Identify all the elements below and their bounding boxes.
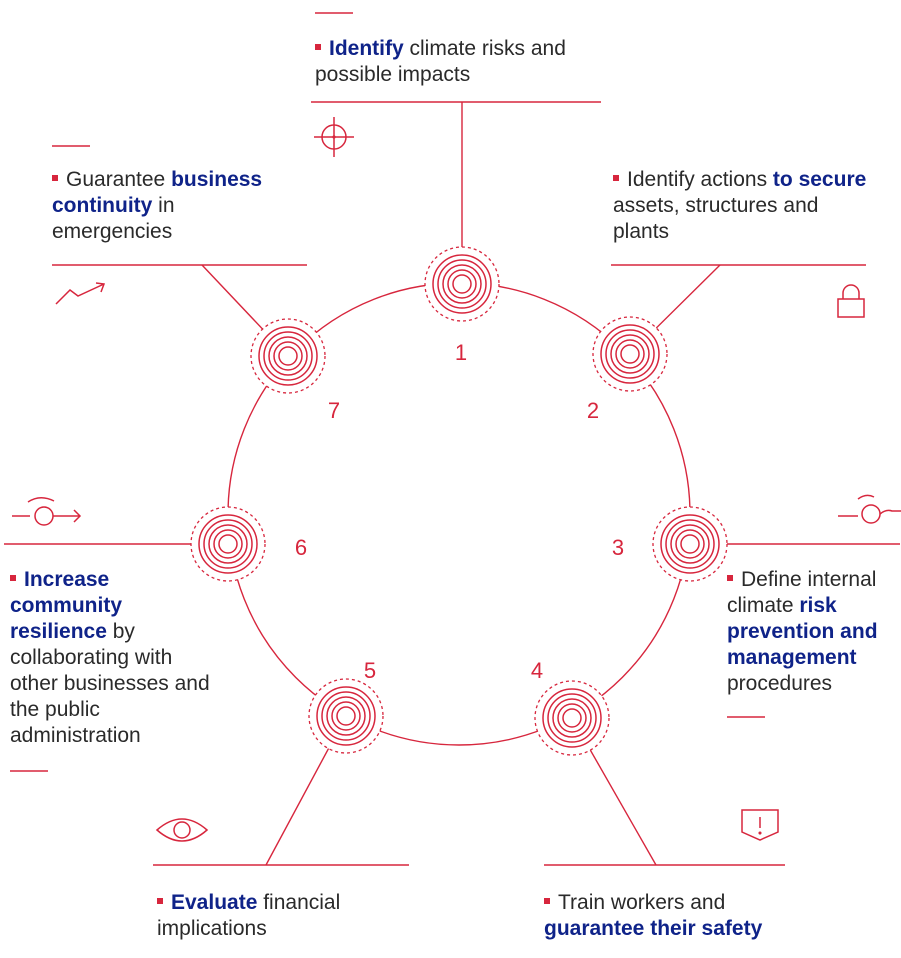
step-number-6: 6 — [295, 535, 307, 560]
step-number-7: 7 — [328, 398, 340, 423]
step-numbers: 1 2 3 4 5 6 7 — [295, 340, 624, 683]
step-label-6: Increase community resilience by collabo… — [10, 568, 210, 747]
node-4 — [534, 680, 610, 756]
node-6 — [190, 506, 266, 582]
node-2 — [592, 316, 668, 392]
step-number-5: 5 — [364, 658, 376, 683]
node-3 — [652, 506, 728, 582]
flow-arrow-icon — [12, 497, 82, 526]
bullet-marker — [315, 44, 321, 51]
step-number-2: 2 — [587, 398, 599, 423]
step-label-3: Define internal climate risk prevention … — [727, 568, 878, 695]
padlock-icon — [837, 284, 865, 318]
bullet-marker — [157, 898, 163, 905]
bullet-marker — [544, 898, 550, 905]
step-label-1: Identify climate risks and possible impa… — [315, 37, 566, 86]
node-1 — [424, 246, 500, 322]
bullet-marker — [52, 175, 58, 182]
step-number-1: 1 — [455, 340, 467, 365]
nodes — [190, 246, 728, 756]
step-label-5: Evaluate financial implications — [157, 891, 341, 940]
bullet-marker — [727, 575, 733, 582]
step-number-4: 4 — [531, 658, 543, 683]
valve-icon — [838, 494, 901, 524]
node-5 — [308, 678, 384, 754]
step-label-4: Train workers and guarantee their safety — [544, 891, 763, 940]
trend-up-icon — [55, 282, 106, 305]
step-number-3: 3 — [612, 535, 624, 560]
step-label-7: Guarantee business continuity in emergen… — [52, 168, 263, 243]
accent-dashes — [10, 12, 765, 772]
node-7 — [250, 318, 326, 394]
bullet-marker — [10, 575, 16, 582]
crosshair-icon — [314, 117, 354, 157]
warning-shield-icon — [741, 809, 779, 841]
bullet-marker — [613, 175, 619, 182]
step-label-2: Identify actions to secure assets, struc… — [613, 168, 867, 243]
eye-icon — [155, 818, 209, 842]
